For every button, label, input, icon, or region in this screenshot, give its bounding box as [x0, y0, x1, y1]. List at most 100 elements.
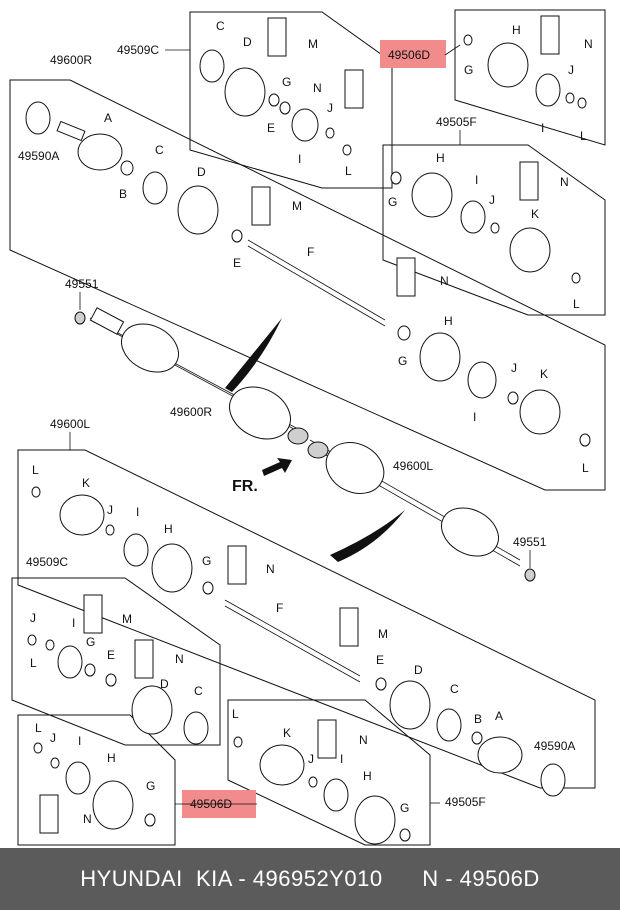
ring-l-505bottom [233, 736, 243, 748]
clamp-i-505bottom [323, 778, 349, 812]
label-e: E [267, 121, 275, 135]
grease-n-505bottom [317, 719, 337, 759]
grease-n-506top [540, 15, 560, 55]
callout-49505f-bottom: 49505F [445, 795, 486, 809]
label-n: N [266, 562, 275, 576]
clamp-g-left [202, 581, 214, 595]
label-j: J [30, 611, 36, 625]
callout-49600r-mid: 49600R [170, 405, 212, 419]
abs-ring-left [540, 763, 566, 797]
callout-49590a-left: 49590A [18, 149, 59, 163]
label-h: H [164, 522, 173, 536]
outer-cv-boot-left [441, 507, 499, 557]
nut-49551-top [74, 311, 86, 325]
label-c: C [194, 684, 203, 698]
outer-joint-stub-right [56, 120, 86, 142]
label-g: G [202, 554, 211, 568]
boot-d-right [177, 185, 219, 235]
boot-d-509bottom [131, 685, 173, 735]
label-j: J [489, 193, 495, 207]
ring-j-left [105, 524, 115, 536]
label-m: M [308, 37, 318, 51]
box-49509c-top [189, 11, 393, 189]
ring-e-right [231, 229, 243, 243]
front-label: FR. [232, 478, 258, 495]
ring-j-505bottom [308, 776, 318, 788]
label-d: D [197, 165, 206, 179]
inner-joint-k-505top [509, 227, 551, 273]
callout-49505f-top: 49505F [436, 115, 477, 129]
label-j: J [327, 101, 333, 115]
grease-n-509bottom [134, 639, 154, 679]
label-m: M [378, 627, 388, 641]
label-i: I [473, 410, 476, 424]
parts-diagram: 49509C 49600R 49590A 49506D 49505F 49551… [9, 9, 606, 846]
front-arrow-icon [262, 458, 292, 476]
clamp-i-506top [535, 73, 561, 107]
label-k: K [82, 476, 90, 490]
label-n: N [440, 274, 449, 288]
shaft-spline-left [89, 307, 125, 335]
highlight-49506d-top [380, 40, 446, 68]
label-c: C [450, 682, 459, 696]
label-g: G [146, 779, 155, 793]
label-i: I [340, 752, 343, 766]
label-g: G [400, 801, 409, 815]
label-e: E [233, 256, 241, 270]
callout-49506d-top: 49506D [388, 48, 430, 62]
outer-joint-a-left [477, 736, 523, 774]
label-j: J [107, 503, 113, 517]
clamp-i-505top [460, 200, 486, 234]
ring-l-509bottom [27, 634, 37, 646]
label-h: H [436, 151, 445, 165]
clamp-c-509bottom [183, 711, 209, 745]
ring-e-top [268, 93, 280, 107]
boot-h-right [419, 332, 461, 382]
ring-l-505top [571, 272, 581, 284]
grease-m-509bottom [83, 594, 103, 634]
label-i: I [136, 505, 139, 519]
shaft-f-right-2 [247, 245, 386, 327]
label-i: I [72, 616, 75, 630]
label-d: D [243, 35, 252, 49]
callout-49551-bottom: 49551 [513, 535, 547, 549]
label-n: N [584, 37, 593, 51]
grease-m-left [339, 607, 359, 647]
label-m: M [292, 199, 302, 213]
ring-j-top [325, 127, 335, 139]
label-g: G [464, 63, 473, 77]
label-g: G [398, 354, 407, 368]
clamp-g-506top [463, 34, 473, 46]
callout-49600r-top: 49600R [50, 53, 92, 67]
ring-l-top [342, 144, 352, 156]
callout-49590a-right: 49590A [534, 739, 575, 753]
nut-49551-bottom [524, 568, 536, 582]
ring-l-right [579, 433, 591, 447]
label-h: H [107, 751, 116, 765]
label-l: L [35, 721, 42, 735]
box-49506d-top [454, 9, 606, 146]
grease-n-506bottom [39, 794, 59, 834]
label-n: N [560, 175, 569, 189]
label-a: A [104, 111, 112, 125]
grease-n-505top [519, 161, 539, 201]
outer-joint-a-right [77, 133, 123, 171]
label-h: H [363, 769, 372, 783]
label-k: K [531, 207, 539, 221]
label-a: A [495, 709, 503, 723]
clamp-g-505bottom [399, 828, 411, 842]
label-n: N [359, 733, 368, 747]
boot-h-505top [411, 172, 453, 218]
box-49600l [17, 449, 596, 789]
label-n: N [175, 652, 184, 666]
label-l: L [580, 129, 587, 143]
inner-joint-k-505bottom [259, 744, 305, 786]
clamp-i-509bottom [57, 645, 83, 679]
label-l: L [573, 297, 580, 311]
clamp-c-left [436, 708, 462, 742]
label-c: C [216, 19, 225, 33]
ring-e-left [375, 677, 387, 691]
grease-n-top [344, 69, 364, 109]
label-l: L [345, 164, 352, 178]
label-h: H [512, 23, 521, 37]
